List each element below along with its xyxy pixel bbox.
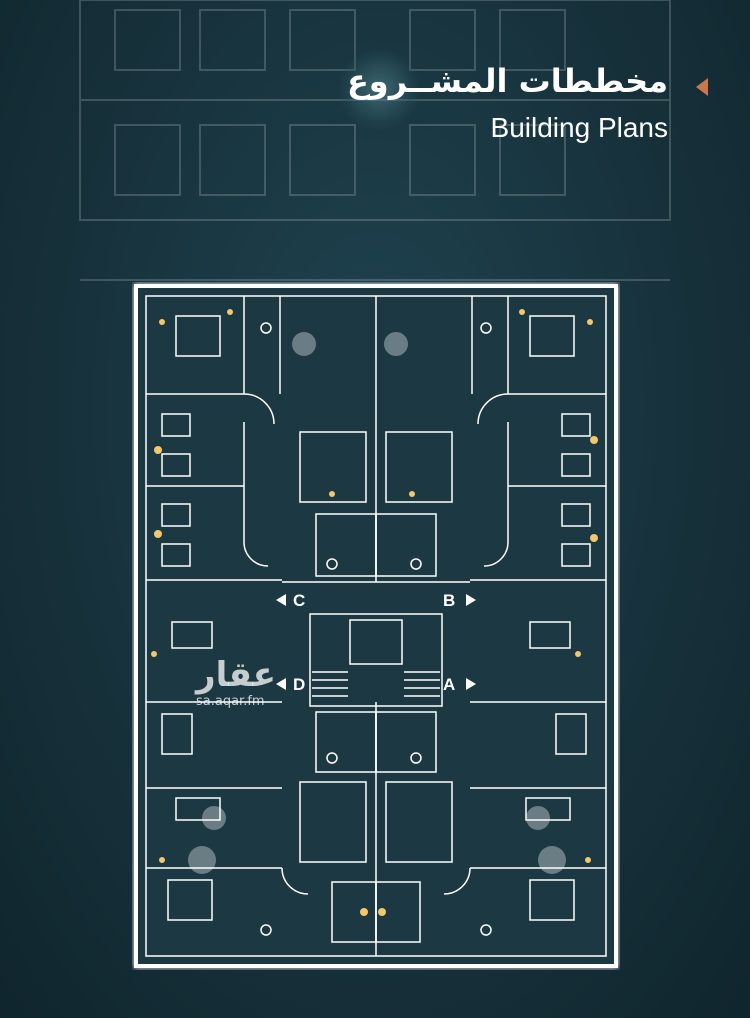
title-arrow-icon [696,78,708,96]
page-title-arabic: مخططات المشــروع [346,62,668,100]
section-marker-d: D [293,675,306,694]
floor-plan-drawing [134,284,618,968]
section-marker-c: C [293,591,306,610]
aqar-watermark-url: sa.aqar.fm [196,694,265,709]
aqar-watermark: عقار sa.aqar.fm [196,658,276,709]
section-marker-b: B [443,591,456,610]
floor-plan [132,282,620,970]
page-title-english: Building Plans [490,112,668,143]
section-marker-a: A [443,675,456,694]
title-glow-circle [338,48,420,130]
aqar-watermark-logo: عقار [196,655,277,695]
